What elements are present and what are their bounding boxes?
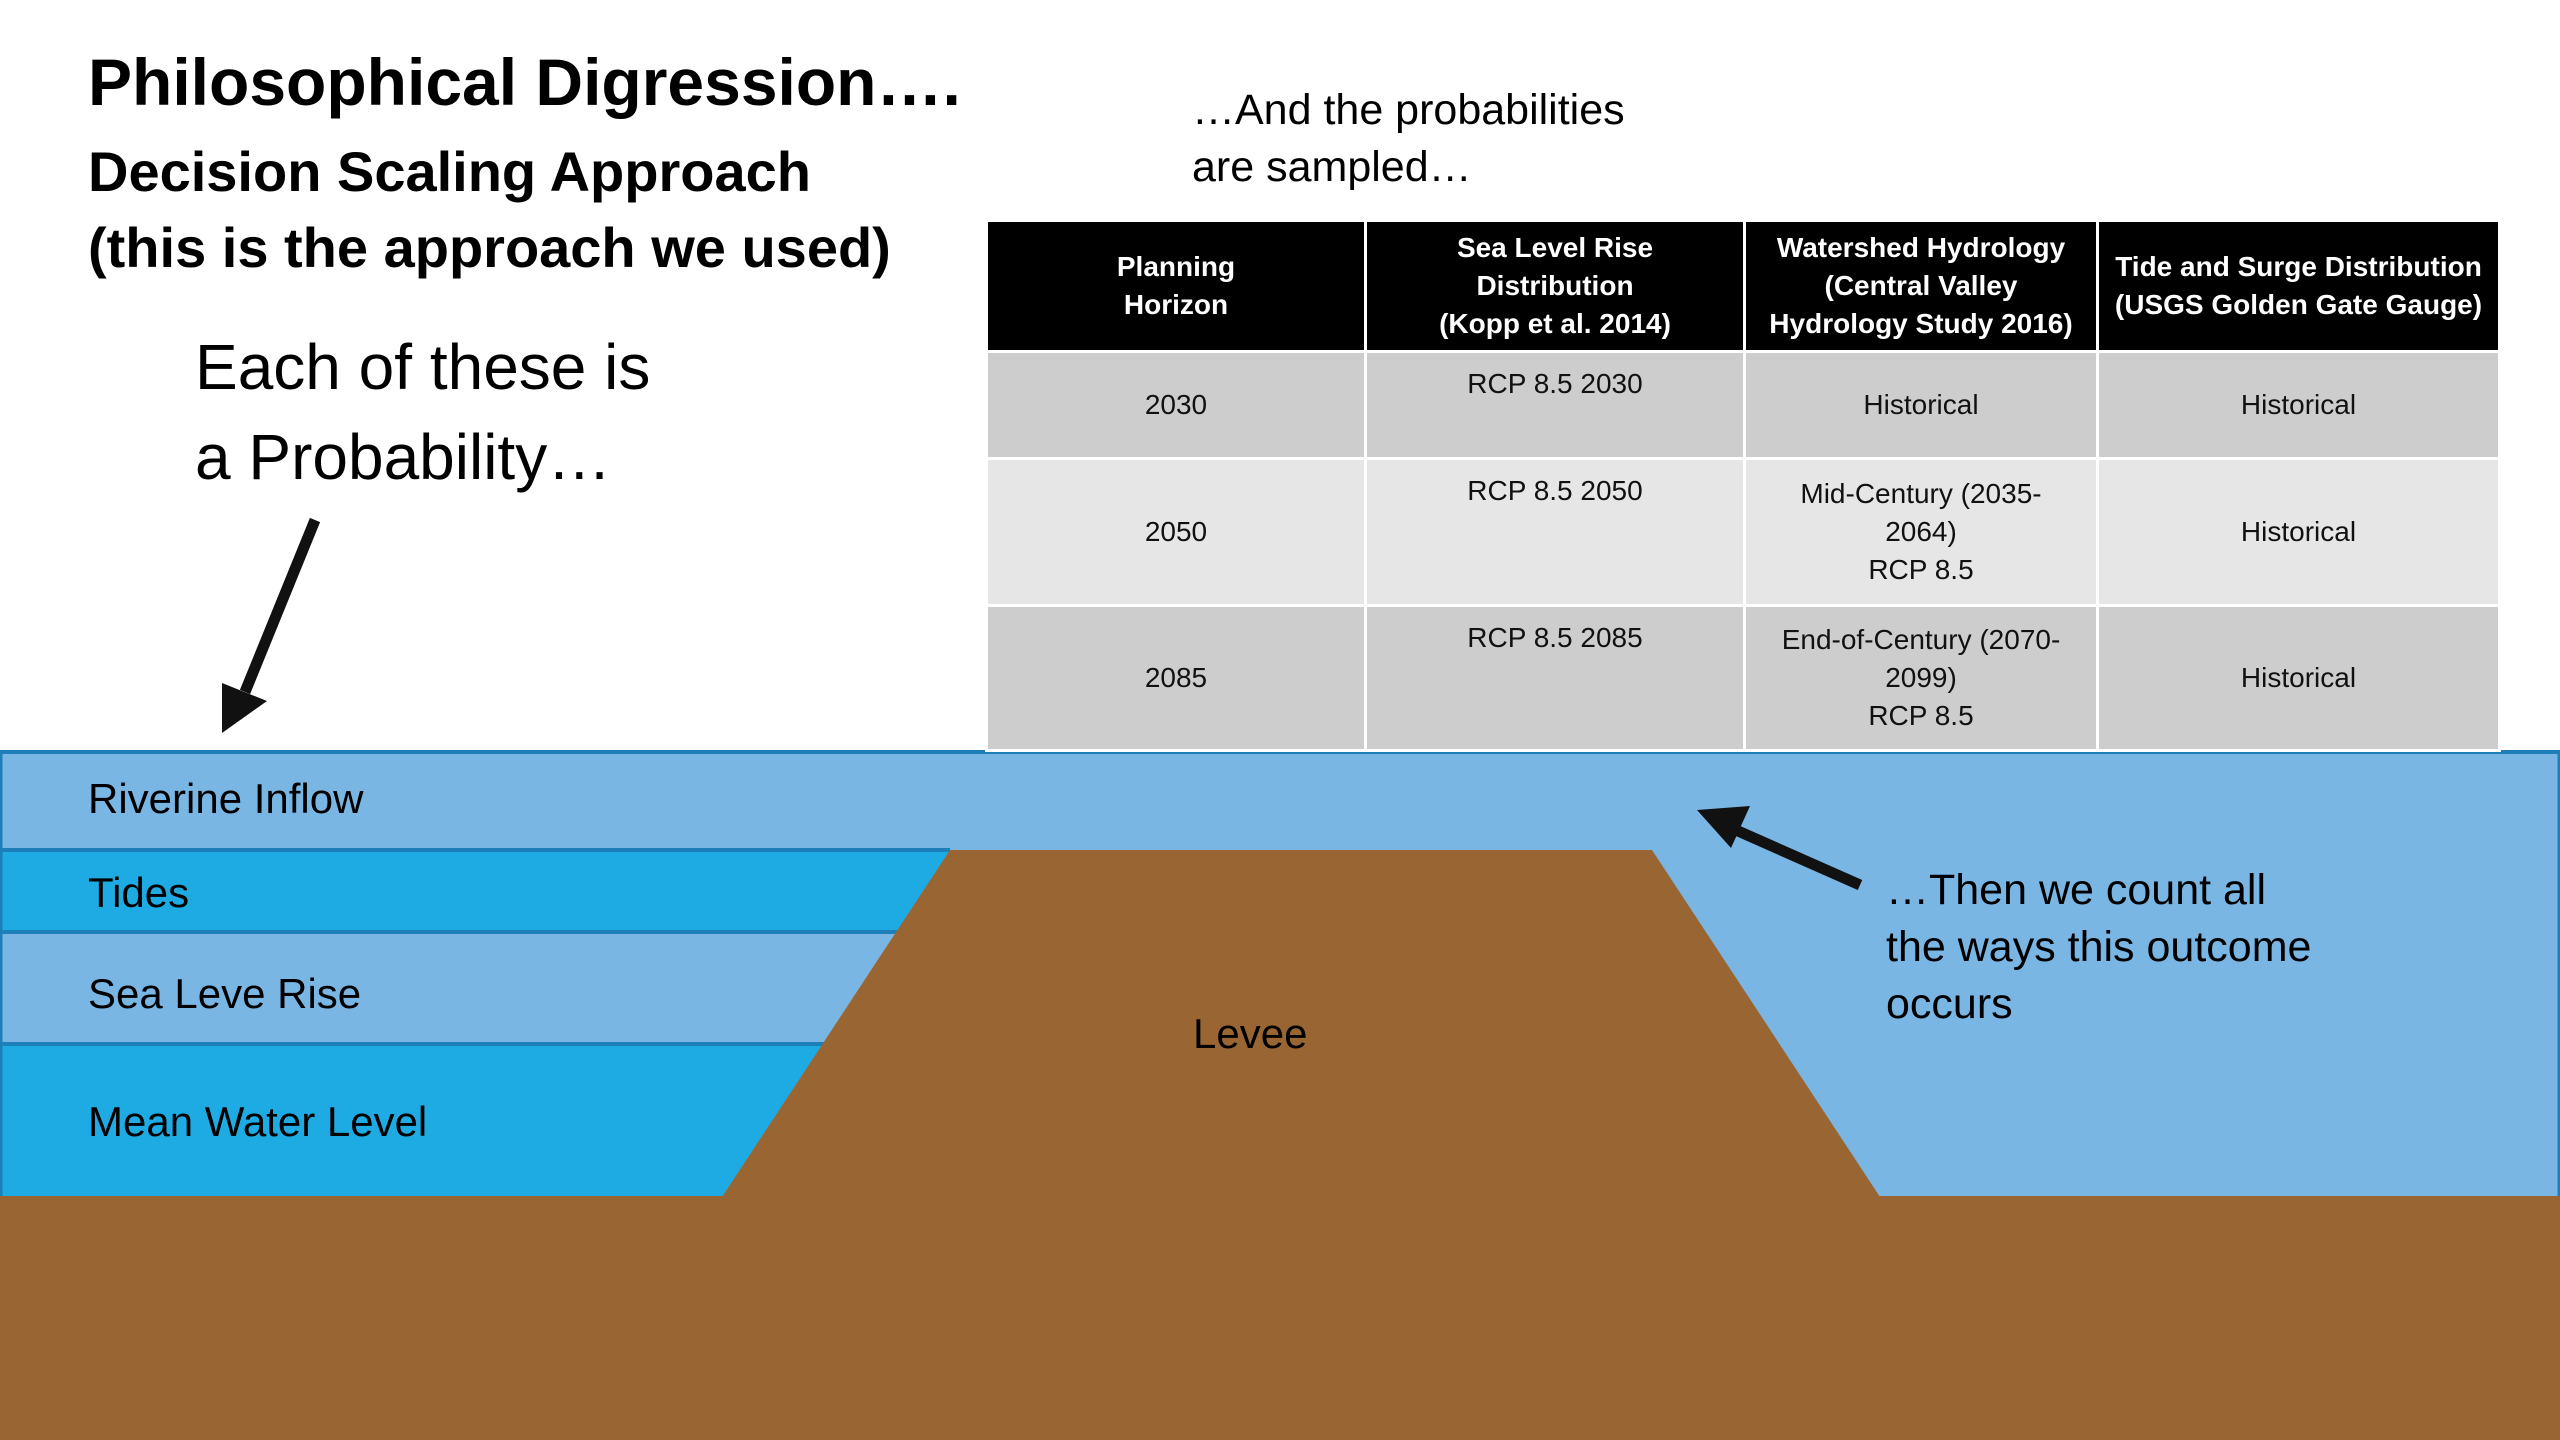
header-planning-horizon: Planning Horizon: [985, 219, 1367, 353]
cell-slr: RCP 8.5 2030: [1364, 350, 1746, 460]
header-sea-level-rise: Sea Level Rise Distribution (Kopp et al.…: [1364, 219, 1746, 353]
table-row: 2030 RCP 8.5 2030 Historical Historical: [985, 350, 2501, 460]
probability-table: Planning Horizon Sea Level Rise Distribu…: [985, 219, 2501, 752]
probability-arrow-head: [222, 683, 267, 733]
sea-level-rise-layer: [0, 932, 900, 1044]
cell-horizon: 2085: [985, 604, 1367, 752]
cell-hydrology: Mid-Century (2035- 2064) RCP 8.5: [1743, 457, 2099, 607]
label-riverine-inflow: Riverine Inflow: [88, 775, 364, 822]
cell-tide: Historical: [2096, 350, 2501, 460]
sampled-note-line: are sampled…: [1192, 143, 1472, 191]
cell-horizon: 2030: [985, 350, 1367, 460]
label-levee: Levee: [1193, 1010, 1308, 1057]
table-row: 2050 RCP 8.5 2050 Mid-Century (2035- 206…: [985, 457, 2501, 607]
mean-water-level-layer: [0, 1044, 860, 1200]
cell-tide: Historical: [2096, 457, 2501, 607]
header-tide-surge: Tide and Surge Distribution (USGS Golden…: [2096, 219, 2501, 353]
table-header-row: Planning Horizon Sea Level Rise Distribu…: [985, 219, 2501, 353]
subtitle-line: Decision Scaling Approach: [88, 140, 811, 203]
count-note-line: occurs: [1886, 980, 2013, 1028]
subtitle-line: (this is the approach we used): [88, 216, 891, 279]
cell-horizon: 2050: [985, 457, 1367, 607]
cell-slr: RCP 8.5 2050: [1364, 457, 1746, 607]
probability-note-line: Each of these is: [195, 331, 651, 403]
ground-soil: [0, 1196, 2560, 1440]
cell-slr: RCP 8.5 2085: [1364, 604, 1746, 752]
probability-note: Each of these is a Probability…: [195, 322, 650, 502]
cell-tide: Historical: [2096, 604, 2501, 752]
levee-shape: [720, 850, 1882, 1200]
count-note-line: the ways this outcome: [1886, 923, 2312, 971]
count-note-line: …Then we count all: [1886, 866, 2267, 914]
water-top-border: [0, 750, 2560, 754]
slide-subtitle: Decision Scaling Approach (this is the a…: [88, 134, 891, 286]
probability-note-line: a Probability…: [195, 421, 612, 493]
probability-arrow-shaft: [239, 517, 321, 695]
cell-hydrology: End-of-Century (2070- 2099) RCP 8.5: [1743, 604, 2099, 752]
header-watershed-hydrology: Watershed Hydrology (Central Valley Hydr…: [1743, 219, 2099, 353]
count-note: …Then we count all the ways this outcome…: [1886, 862, 2311, 1033]
label-sea-level-rise: Sea Leve Rise: [88, 970, 362, 1017]
outcome-arrow-head: [1697, 806, 1750, 848]
tides-layer: [0, 850, 960, 932]
cell-hydrology: Historical: [1743, 350, 2099, 460]
sampled-note-line: …And the probabilities: [1192, 86, 1625, 134]
outcome-arrow-shaft: [1735, 825, 1863, 891]
slide-title: Philosophical Digression….: [88, 45, 961, 119]
sampled-note: …And the probabilities are sampled…: [1192, 82, 1625, 196]
label-tides: Tides: [88, 869, 190, 916]
label-mean-water-level: Mean Water Level: [88, 1098, 428, 1145]
table-row: 2085 RCP 8.5 2085 End-of-Century (2070- …: [985, 604, 2501, 752]
